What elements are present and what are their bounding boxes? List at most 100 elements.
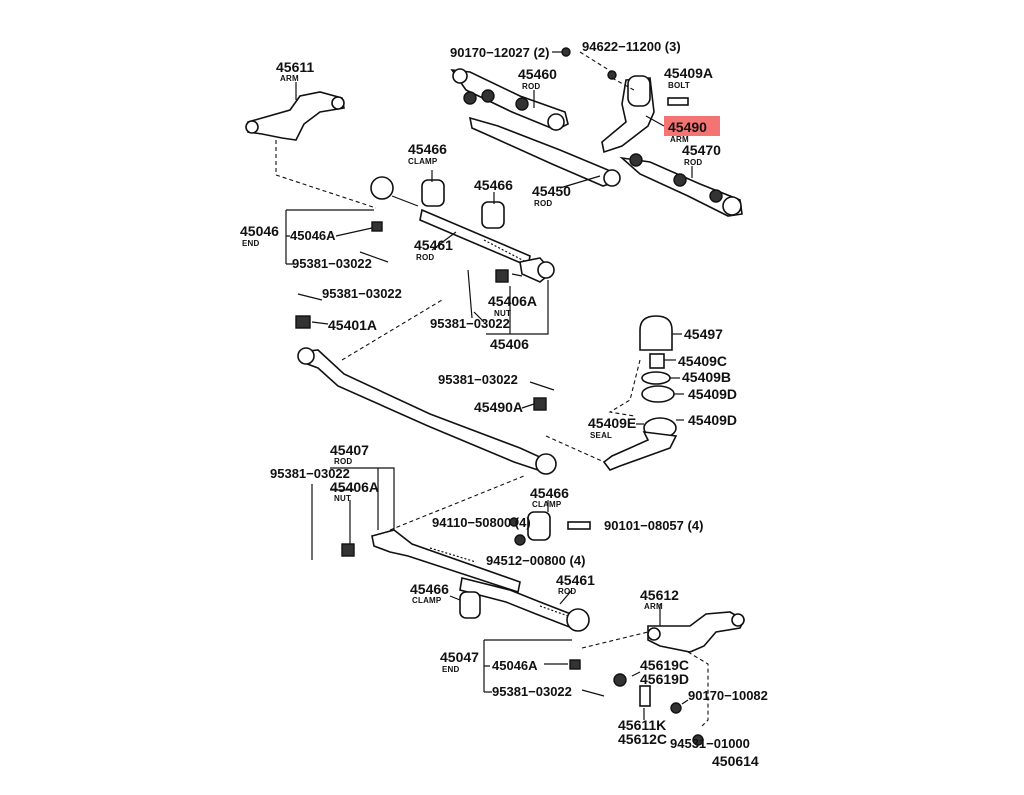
label-45461-2: 45461 — [556, 572, 595, 588]
center-link-left-ball — [297, 347, 315, 365]
label-45046: 45046 — [240, 223, 279, 239]
label-45406: 45406 — [490, 336, 529, 352]
rod-45460-end-right — [547, 113, 565, 131]
leader — [389, 475, 525, 531]
label-45466-clamp1: 45466 — [408, 141, 447, 157]
clamp-45466-b — [481, 201, 505, 229]
leader — [581, 631, 649, 649]
label-45612C: 45612C — [618, 731, 667, 747]
part-45619C-icon — [613, 673, 627, 687]
rod-45460-end-left — [452, 68, 468, 84]
rod-45461-lower-shape — [371, 529, 521, 594]
label-95381-3: 95381−03022 — [430, 316, 510, 331]
nut-90170-12027-icon — [561, 47, 571, 57]
upper-relay-rod-assembly — [450, 47, 743, 217]
label-45046-sub: END — [242, 239, 260, 248]
pitman-arm-ball — [245, 120, 259, 134]
leader — [631, 671, 641, 677]
label-45490A: 45490A — [474, 399, 523, 415]
leader — [521, 403, 535, 409]
washer-94622-11200-icon — [607, 70, 617, 80]
label-45611: 45611 — [276, 59, 314, 75]
cotter-pin-95381-e-icon — [581, 689, 605, 697]
cotter-pin-95381-icon — [359, 251, 389, 263]
pitman-arm-45611 — [245, 82, 377, 209]
label-45409D-1: 45409D — [688, 386, 737, 402]
leader — [275, 174, 377, 209]
leader-bracket-45046 — [285, 209, 374, 265]
leader — [687, 651, 709, 727]
label-450614: 450614 — [712, 753, 759, 769]
label-45401A: 45401A — [328, 317, 377, 333]
label-95381-2: 95381−03022 — [322, 286, 402, 301]
label-90101: 90101−08057 (4) — [604, 518, 703, 533]
nut-45046A-icon — [371, 221, 383, 232]
label-90170-12027: 90170−12027 (2) — [450, 45, 549, 60]
bolt-45409A-icon — [667, 97, 689, 106]
rod-45470-end-right — [722, 196, 742, 216]
label-45470-sub: ROD — [684, 158, 702, 167]
label-45466-b: 45466 — [474, 177, 513, 193]
knuckle-arm-45612 — [613, 604, 746, 746]
leader — [341, 299, 443, 361]
leader-bracket-45407 — [330, 467, 395, 530]
leader — [335, 227, 373, 237]
label-94512: 94512−00800 (4) — [486, 553, 585, 568]
idler-arm-shape — [602, 431, 678, 471]
leader — [311, 321, 329, 325]
leader — [608, 359, 641, 417]
label-45406A-1: 45406A — [488, 293, 537, 309]
knuckle-arm-shape — [647, 611, 746, 653]
idler-part-45409B — [641, 371, 671, 385]
nut-94531-icon — [692, 734, 704, 746]
leader — [545, 435, 605, 463]
pitman-arm-shape — [247, 91, 345, 141]
bolt-45611K-icon — [639, 685, 651, 707]
label-45409E-sub: SEAL — [590, 431, 612, 440]
leader — [559, 175, 601, 189]
leader — [579, 51, 613, 73]
label-45611-sub: ARM — [280, 74, 299, 83]
rod-45460-clamp-mid — [481, 89, 495, 103]
label-95381-5: 95381−03022 — [270, 466, 350, 481]
washer-90170-10082-icon — [670, 702, 682, 714]
label-45612: 45612 — [640, 587, 679, 603]
label-45409C: 45409C — [678, 353, 727, 369]
label-45450: 45450 — [532, 183, 571, 199]
label-45470: 45470 — [682, 142, 721, 158]
label-95381-1: 95381−03022 — [292, 256, 372, 271]
label-45466-clamp1-sub: CLAMP — [408, 157, 438, 166]
center-link-assembly — [297, 299, 557, 475]
rod-thread-b — [539, 605, 569, 617]
bolt-90101-icon — [567, 521, 591, 530]
center-link-right-ball — [535, 453, 557, 475]
idler-part-45409C — [649, 353, 665, 369]
label-45460: 45460 — [518, 66, 557, 82]
label-94110: 94110−50800 (4) — [432, 515, 531, 530]
knuckle-arm-eye — [731, 613, 745, 627]
rod-45461-thread — [483, 239, 531, 265]
idler-arm-assembly — [545, 315, 684, 471]
leader-bracket-45406 — [486, 280, 549, 335]
leader — [681, 699, 689, 705]
label-45461-1: 45461 — [414, 237, 453, 253]
rod-45470-clamp-right — [709, 189, 723, 203]
rod-45470-shape — [619, 156, 743, 217]
leader — [559, 589, 573, 605]
rod-45460-clamp-left — [463, 91, 477, 105]
label-45407: 45407 — [330, 442, 369, 458]
rod-45460-shape — [450, 69, 569, 131]
pitman-arm-eye — [331, 96, 345, 110]
label-45406A-2-sub: NUT — [334, 494, 351, 503]
nut-45406A-b-icon — [341, 543, 355, 557]
cotter-pin-icon — [511, 273, 523, 277]
tie-rod-upper-assembly — [285, 170, 555, 335]
clamp-45466-upper — [421, 179, 445, 207]
cotter-pin-95381-b-icon — [297, 293, 323, 301]
rod-45470-clamp — [673, 173, 687, 187]
label-45619D: 45619D — [640, 671, 689, 687]
label-45466-clamp2: 45466 — [530, 485, 569, 501]
rod-45450-end — [603, 169, 621, 187]
label-45046A-1: 45046A — [290, 228, 336, 243]
